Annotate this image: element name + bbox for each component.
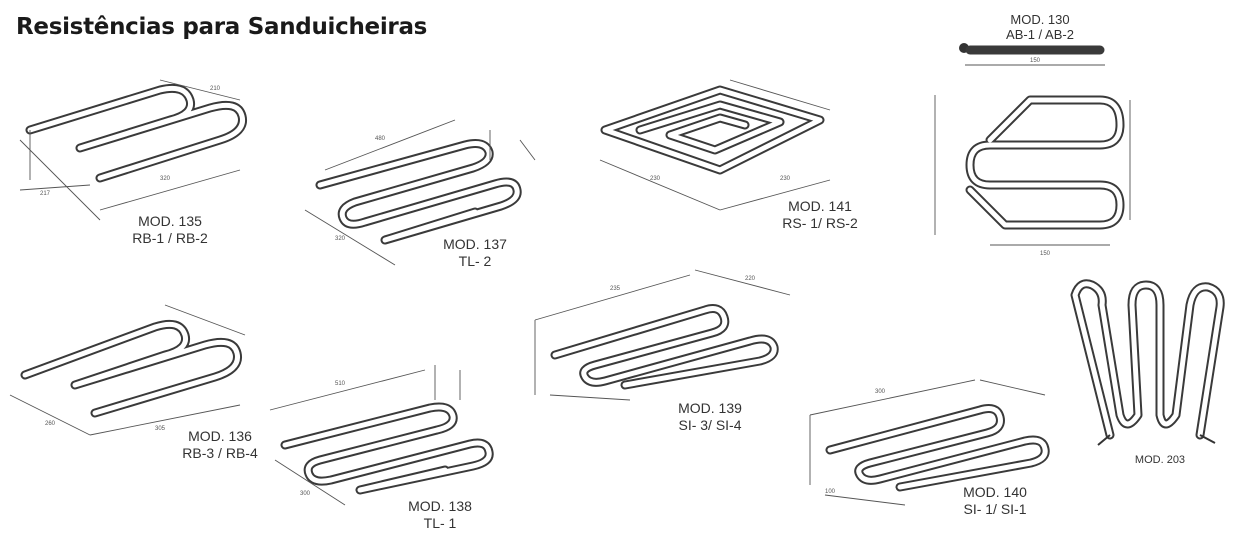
model-number: MOD. 137 bbox=[443, 236, 507, 252]
svg-text:217: 217 bbox=[40, 191, 51, 197]
resistance-drawing-mod-139: 235 220 bbox=[530, 265, 800, 415]
model-number: MOD. 141 bbox=[788, 198, 852, 214]
svg-text:210: 210 bbox=[210, 86, 221, 92]
model-number: MOD. 139 bbox=[678, 400, 742, 416]
model-code: RB-3 / RB-4 bbox=[182, 445, 258, 461]
resistance-drawing-mod-136: 260 305 bbox=[5, 295, 250, 445]
model-code: SI- 3/ SI-4 bbox=[678, 417, 742, 433]
model-number: MOD. 136 bbox=[188, 428, 252, 444]
svg-text:150: 150 bbox=[1030, 58, 1041, 64]
model-code: TL- 2 bbox=[458, 253, 492, 269]
svg-text:220: 220 bbox=[745, 276, 756, 282]
model-caption-138: MOD. 138 TL- 1 bbox=[380, 498, 500, 532]
model-caption-136: MOD. 136 RB-3 / RB-4 bbox=[160, 428, 280, 462]
resistance-drawing-mod-140: 300 100 bbox=[805, 375, 1055, 515]
model-code: SI- 1/ SI-1 bbox=[963, 501, 1027, 517]
resistance-drawing-mod-130: 150 150 bbox=[930, 40, 1145, 257]
model-caption-203: MOD. 203 bbox=[1110, 452, 1210, 469]
model-code: RB-1 / RB-2 bbox=[132, 230, 208, 246]
model-number: MOD. 140 bbox=[963, 484, 1027, 500]
svg-text:510: 510 bbox=[335, 381, 346, 387]
model-number: MOD. 203 bbox=[1134, 454, 1186, 466]
svg-text:320: 320 bbox=[335, 236, 346, 242]
model-number: MOD. 130 bbox=[1010, 12, 1070, 27]
page-title: Resistências para Sanduicheiras bbox=[16, 14, 428, 40]
svg-text:480: 480 bbox=[375, 136, 386, 142]
resistance-drawing-mod-141: 230 230 bbox=[590, 70, 840, 211]
svg-text:300: 300 bbox=[875, 389, 886, 395]
svg-text:320: 320 bbox=[160, 176, 171, 182]
resistance-drawing-mod-203 bbox=[1060, 275, 1250, 450]
svg-text:305: 305 bbox=[155, 426, 166, 432]
resistance-drawing-mod-137: 480 320 bbox=[295, 100, 545, 270]
model-caption-139: MOD. 139 SI- 3/ SI-4 bbox=[650, 400, 770, 434]
model-number: MOD. 138 bbox=[408, 498, 472, 514]
svg-text:230: 230 bbox=[650, 176, 661, 182]
resistance-drawing-mod-138: 510 300 bbox=[265, 360, 515, 510]
model-number: MOD. 135 bbox=[138, 213, 202, 229]
model-code: AB-1 / AB-2 bbox=[1006, 27, 1074, 42]
model-caption-135: MOD. 135 RB-1 / RB-2 bbox=[100, 213, 240, 247]
svg-text:230: 230 bbox=[780, 176, 791, 182]
model-caption-140: MOD. 140 SI- 1/ SI-1 bbox=[935, 484, 1055, 518]
model-code: RS- 1/ RS-2 bbox=[782, 215, 858, 231]
model-caption-137: MOD. 137 TL- 2 bbox=[415, 236, 535, 270]
svg-text:235: 235 bbox=[610, 286, 621, 292]
svg-text:260: 260 bbox=[45, 421, 56, 427]
model-caption-141: MOD. 141 RS- 1/ RS-2 bbox=[760, 198, 880, 232]
svg-text:100: 100 bbox=[825, 489, 836, 495]
model-caption-130: MOD. 130 AB-1 / AB-2 bbox=[980, 12, 1100, 42]
svg-text:150: 150 bbox=[1040, 251, 1051, 257]
resistance-drawing-mod-135: 210 320 217 bbox=[10, 70, 260, 221]
svg-text:300: 300 bbox=[300, 491, 311, 497]
model-code: TL- 1 bbox=[423, 515, 457, 531]
